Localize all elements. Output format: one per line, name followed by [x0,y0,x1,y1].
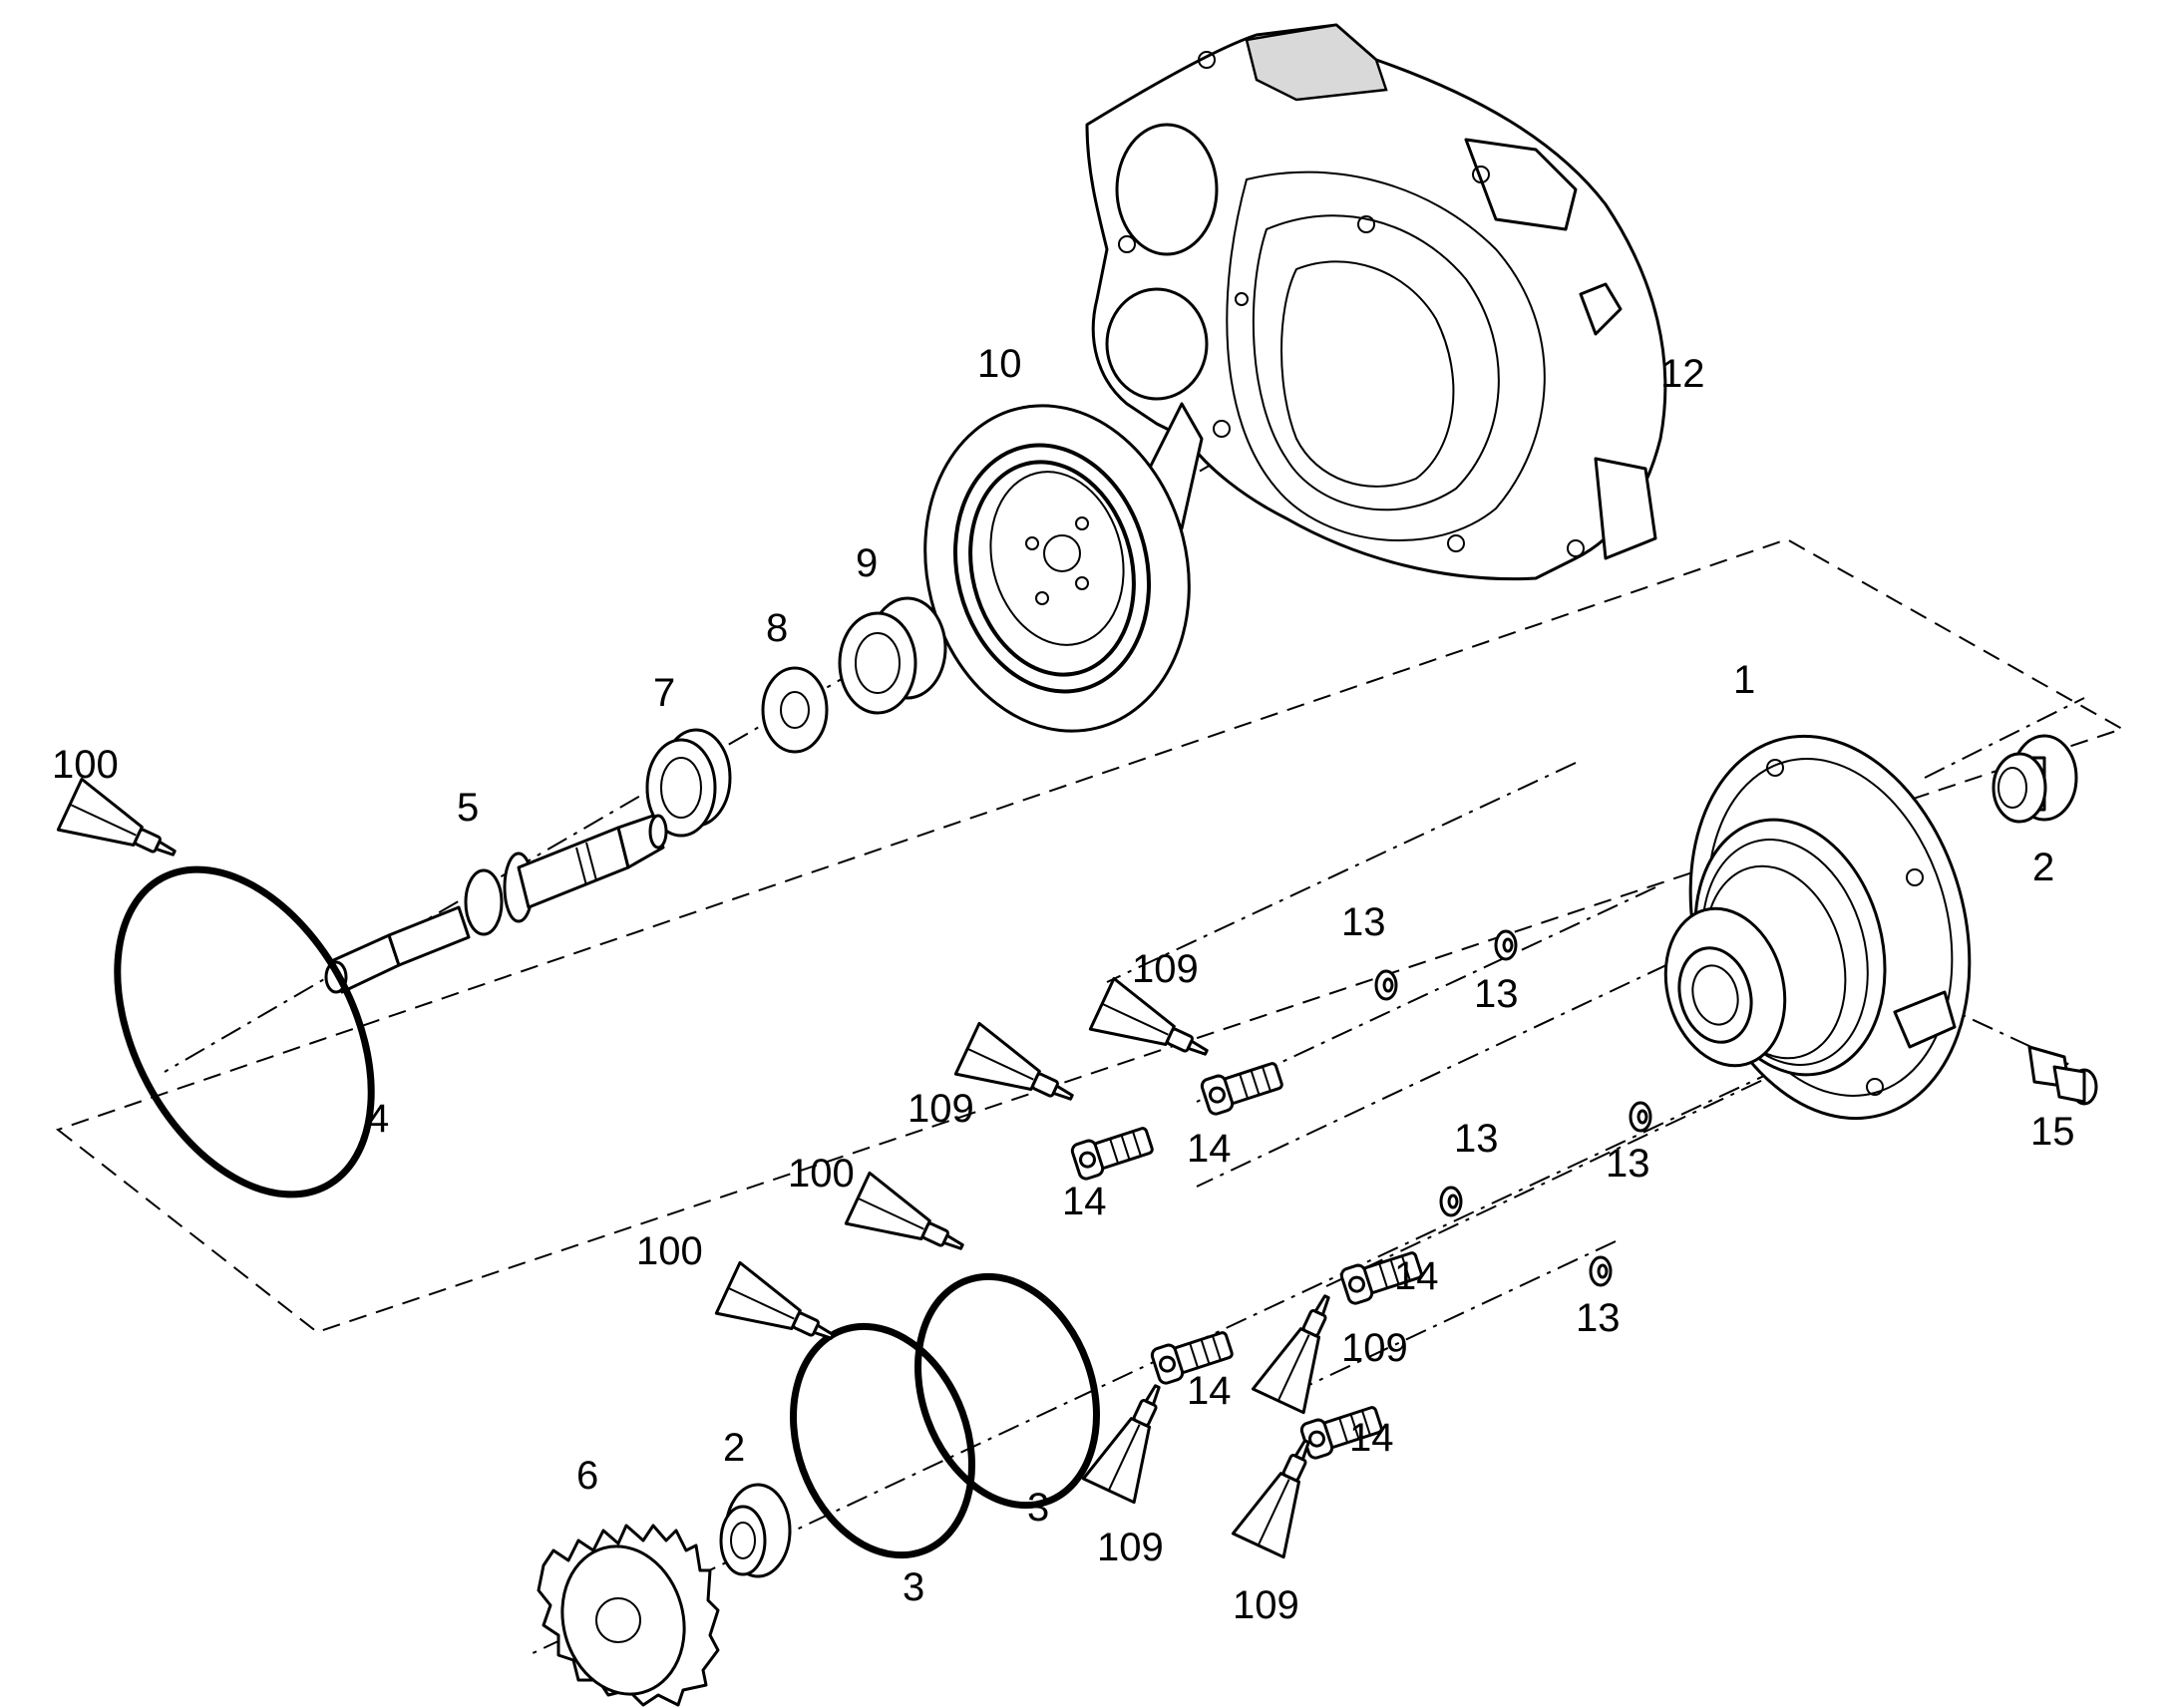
callout-12: 12 [1660,352,1705,396]
housing-12 [1085,23,1667,581]
callout-5: 5 [457,786,479,830]
callout-9: 9 [856,541,878,585]
o-ring-4 [114,865,375,1198]
plug-15 [2027,1045,2098,1106]
callout-14-d: 14 [1187,1369,1232,1413]
callout-109-a: 109 [1132,947,1199,991]
bolt-14-b [1069,1121,1157,1183]
callout-13-a: 13 [1341,900,1386,944]
adhesive-tube-109-a [1088,976,1220,1080]
seal-9 [838,596,947,715]
washer-8 [761,666,829,754]
washer-13-a [1374,969,1398,1001]
callout-labels: 1 2 2 3 3 4 5 6 7 8 9 10 12 13 13 13 13 … [52,342,2075,1627]
sealant-tube-100-b [844,1171,975,1274]
bushing-2-left [719,1483,792,1578]
callout-100-a: 100 [52,743,119,787]
sealant-tube-100-c [714,1260,846,1364]
callout-14-e: 14 [1349,1416,1394,1460]
washer-13-c [1439,1186,1463,1217]
callout-13-c: 13 [1454,1117,1499,1161]
callout-13-b: 13 [1474,972,1519,1016]
bushing-2-right [1992,734,2078,824]
callout-109-e: 109 [1233,1583,1299,1627]
callout-13-e: 13 [1576,1296,1621,1340]
callout-3-right: 3 [1027,1486,1049,1530]
callout-10: 10 [977,342,1022,386]
callout-8: 8 [766,606,788,650]
callout-15: 15 [2030,1110,2075,1154]
bolt-14-a [1199,1056,1286,1118]
callout-6: 6 [576,1454,598,1498]
callout-4: 4 [367,1097,389,1141]
callout-3-left: 3 [903,1565,924,1609]
callout-109-d: 109 [1097,1526,1164,1569]
washer-13-d [1629,1101,1652,1133]
o-ring-3-large [914,1272,1100,1510]
cover-plate-10 [923,402,1204,733]
callout-14-c: 14 [1394,1254,1439,1298]
callout-13-d: 13 [1606,1142,1650,1186]
callout-1: 1 [1733,658,1755,702]
pump-body-1 [1663,734,1972,1121]
callout-2-left: 2 [723,1426,745,1470]
washer-13-b [1494,929,1518,961]
gear-6 [537,1524,720,1707]
callout-2-right: 2 [2032,846,2054,889]
adhesive-tube-109-c [1251,1283,1354,1415]
shaft-5 [324,814,668,994]
callout-100-b: 100 [788,1152,855,1196]
callout-109-b: 109 [908,1087,974,1131]
o-ring-3-small [790,1322,975,1559]
callout-100-c: 100 [636,1229,703,1273]
callout-7: 7 [653,671,675,715]
adhesive-tube-109-b [953,1021,1085,1125]
callout-109-c: 109 [1341,1326,1408,1370]
sealant-tube-100-a [56,777,187,880]
bearing-ring-7 [645,728,732,838]
callout-14-b: 14 [1062,1180,1107,1223]
callout-14-a: 14 [1187,1127,1232,1171]
washer-13-e [1589,1255,1613,1287]
assembly-boundary-frame [55,537,2125,1334]
